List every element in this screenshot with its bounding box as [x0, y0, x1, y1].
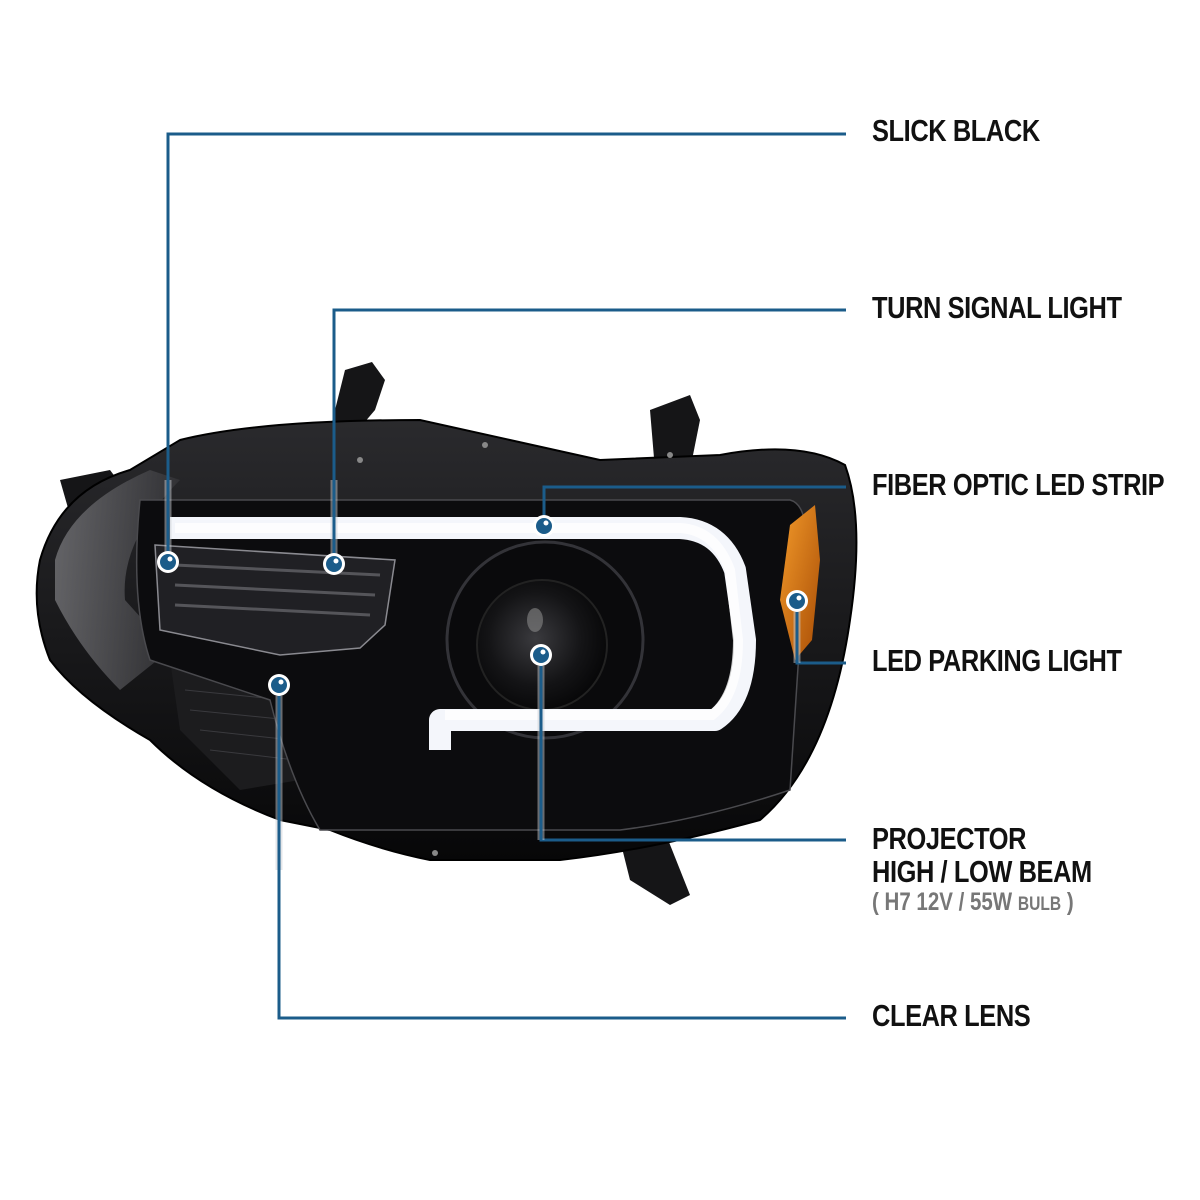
- screws: [357, 442, 673, 856]
- label-slick-black: SLICK BLACK: [872, 113, 1040, 148]
- label-turn-signal-light: TURN SIGNAL LIGHT: [872, 290, 1122, 325]
- parking-light-amber: [780, 505, 820, 660]
- callout-dot-clear-lens: [268, 674, 290, 696]
- callout-dot-led-parking: [786, 590, 808, 612]
- label-led-parking-light: LED PARKING LIGHT: [872, 643, 1122, 678]
- callout-line-slick-black: [166, 132, 846, 562]
- label-projector-line2: HIGH / LOW BEAM: [872, 854, 1092, 890]
- label-projector-line1: PROJECTOR: [872, 821, 1027, 856]
- callout-line-fiber-optic: [542, 485, 846, 526]
- label-projector: PROJECTOR HIGH / LOW BEAM ( H7 12V / 55W…: [872, 822, 1092, 916]
- label-fiber-optic-led-strip: FIBER OPTIC LED STRIP: [872, 467, 1165, 502]
- spec-close: ): [1061, 887, 1074, 916]
- label-clear-lens: CLEAR LENS: [872, 998, 1031, 1033]
- spec-bulb: BULB: [1017, 893, 1062, 915]
- callout-dot-turn-signal: [323, 553, 345, 575]
- callout-dot-slick-black: [157, 551, 179, 573]
- label-projector-spec: ( H7 12V / 55W BULB ): [872, 887, 1092, 916]
- callout-dots: [157, 515, 808, 696]
- callout-dot-projector: [530, 644, 552, 666]
- callout-line-turn-signal: [332, 308, 846, 564]
- callout-dot-fiber-optic: [533, 515, 555, 537]
- spec-open: ( H7 12V / 55W: [872, 887, 1018, 916]
